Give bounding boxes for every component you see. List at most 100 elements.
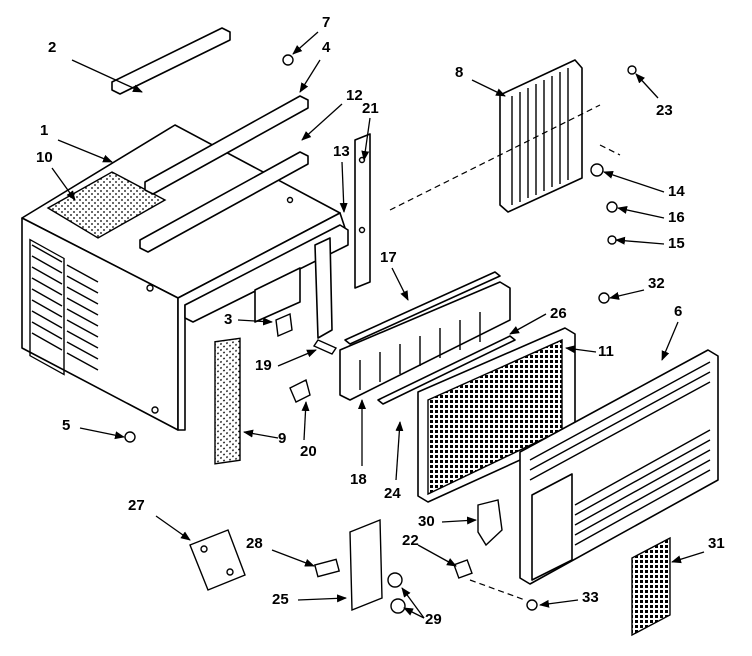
callout-label-4: 4	[322, 39, 331, 56]
callout-label-14: 14	[668, 183, 685, 200]
callout-layer: 1234567891011121314151617181920212223242…	[36, 14, 725, 628]
callout-4: 4	[299, 39, 331, 93]
callout-label-17: 17	[380, 249, 397, 266]
condenser-coil	[499, 59, 583, 213]
callout-leader-19	[277, 349, 317, 367]
callout-label-16: 16	[668, 209, 685, 226]
callout-label-21: 21	[362, 100, 379, 117]
callout-30: 30	[418, 513, 477, 530]
callout-leader-3	[237, 317, 273, 326]
callout-12: 12	[301, 87, 363, 141]
callout-leader-29	[401, 587, 425, 619]
callout-leader-15	[615, 236, 665, 245]
callout-label-11: 11	[598, 343, 614, 360]
callout-leader-2	[71, 59, 143, 93]
callout-leader-4	[299, 59, 321, 93]
callout-label-12: 12	[346, 87, 363, 104]
callout-27: 27	[128, 497, 191, 541]
callout-label-29: 29	[425, 611, 442, 628]
callout-label-32: 32	[648, 275, 665, 292]
callout-24: 24	[384, 421, 404, 502]
callout-label-9: 9	[278, 430, 286, 447]
callout-label-18: 18	[350, 471, 367, 488]
callout-33: 33	[539, 589, 599, 608]
callout-leader-8	[471, 79, 506, 97]
callout-label-33: 33	[582, 589, 599, 606]
callout-1: 1	[40, 122, 113, 163]
assembly-guides	[389, 104, 621, 601]
callout-29: 29	[401, 587, 442, 628]
callout-31: 31	[671, 535, 725, 564]
callout-18: 18	[350, 399, 367, 488]
callout-leader-20	[301, 401, 310, 441]
callout-leader-32	[609, 289, 645, 300]
callout-leader-1	[57, 139, 113, 163]
callout-label-23: 23	[656, 102, 673, 119]
callout-25: 25	[272, 591, 347, 608]
callout-label-24: 24	[384, 485, 401, 502]
small-parts	[124, 54, 637, 614]
callout-label-10: 10	[36, 149, 53, 166]
callout-label-22: 22	[402, 532, 419, 549]
callout-21: 21	[361, 100, 379, 161]
callout-label-13: 13	[333, 143, 350, 160]
callout-leader-24	[395, 421, 404, 481]
callout-label-1: 1	[40, 122, 48, 139]
callout-label-30: 30	[418, 513, 435, 530]
callout-leader-28	[271, 549, 315, 567]
callout-17: 17	[380, 249, 409, 301]
callout-11: 11	[565, 343, 614, 360]
side-grille	[631, 536, 671, 637]
callout-leader-33	[539, 599, 579, 608]
callout-leader-13	[339, 161, 348, 213]
cabinet-louvers	[29, 238, 99, 376]
callout-leader-16	[617, 206, 665, 219]
callout-22: 22	[402, 532, 457, 567]
callout-20: 20	[300, 401, 317, 460]
callout-28: 28	[246, 535, 315, 567]
bracket-13-21	[354, 133, 371, 289]
callout-8: 8	[455, 64, 506, 97]
callout-7: 7	[292, 14, 330, 55]
callout-3: 3	[224, 311, 273, 328]
callout-leader-23	[635, 73, 659, 99]
callout-leader-30	[441, 516, 477, 525]
callout-label-31: 31	[708, 535, 725, 552]
callout-label-25: 25	[272, 591, 289, 608]
callout-19: 19	[255, 349, 317, 374]
callout-leader-22	[417, 544, 457, 567]
callout-leader-10	[51, 167, 76, 201]
callout-label-27: 27	[128, 497, 145, 514]
callout-leader-14	[603, 171, 665, 193]
callout-leader-31	[671, 551, 705, 564]
callout-23: 23	[635, 73, 673, 119]
callout-leader-9	[243, 429, 279, 439]
callout-13: 13	[333, 143, 350, 213]
callout-26: 26	[509, 305, 567, 335]
callout-leader-6	[661, 321, 679, 361]
insulation-pad	[46, 171, 167, 239]
louver-assembly	[339, 271, 516, 405]
callout-label-28: 28	[246, 535, 263, 552]
callout-label-7: 7	[322, 14, 330, 31]
callout-leader-7	[292, 31, 319, 55]
callout-label-2: 2	[48, 39, 56, 56]
callout-label-26: 26	[550, 305, 567, 322]
callout-leader-26	[509, 313, 547, 335]
callout-label-5: 5	[62, 417, 70, 434]
front-grille	[519, 349, 719, 585]
callout-label-8: 8	[455, 64, 463, 81]
callout-15: 15	[615, 235, 685, 252]
callout-leader-25	[297, 594, 347, 603]
partition-panel	[184, 224, 349, 339]
callout-leader-17	[391, 267, 409, 301]
callout-6: 6	[661, 303, 682, 361]
callout-32: 32	[609, 275, 665, 300]
callout-leader-27	[155, 515, 191, 541]
callout-2: 2	[48, 39, 143, 93]
filter-strip	[214, 337, 241, 465]
callout-5: 5	[62, 417, 125, 440]
callout-label-15: 15	[668, 235, 685, 252]
callout-9: 9	[243, 429, 286, 447]
